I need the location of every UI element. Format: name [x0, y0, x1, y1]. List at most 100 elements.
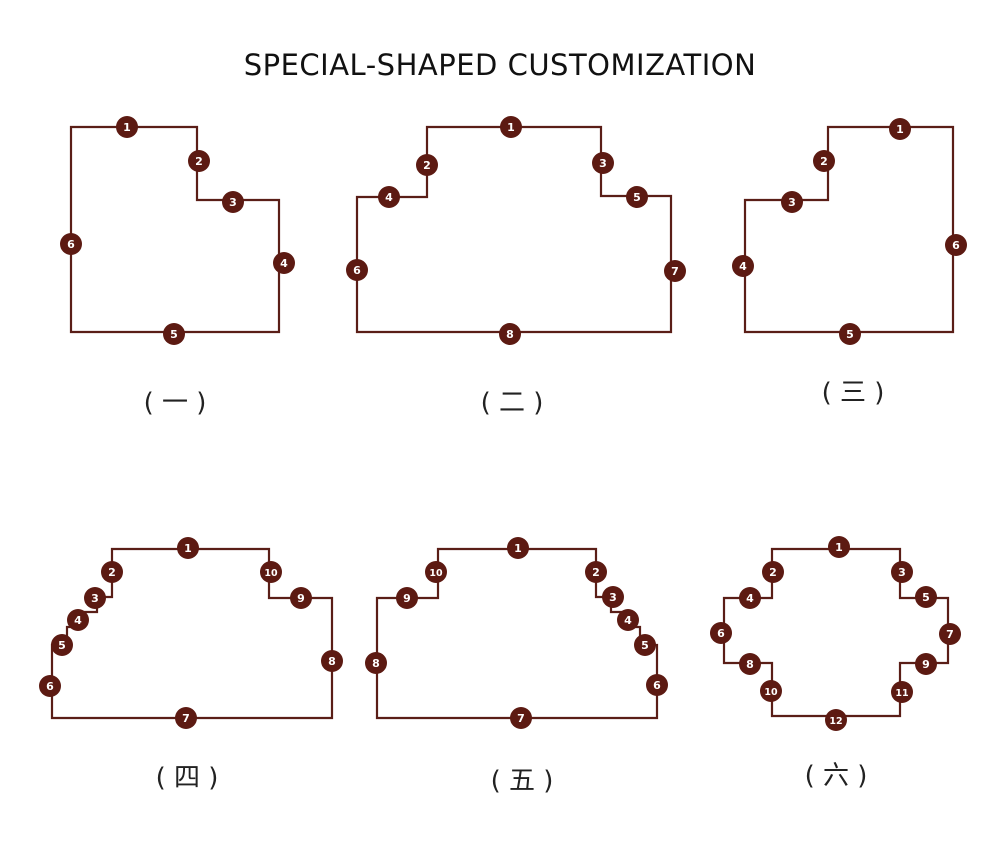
shape-2-marker-3: 3 [592, 152, 614, 174]
marker-badge [646, 674, 668, 696]
shape-6-marker-1: 1 [828, 536, 850, 558]
shape-2-marker-7: 7 [664, 260, 686, 282]
marker-number: 8 [746, 658, 754, 671]
marker-badge [739, 587, 761, 609]
shape-6-caption: ( 六 ) [805, 761, 868, 791]
marker-badge [825, 709, 847, 731]
shape-5-marker-1: 1 [507, 537, 529, 559]
marker-badge [188, 150, 210, 172]
marker-number: 10 [264, 568, 278, 579]
marker-badge [839, 323, 861, 345]
marker-badge [828, 536, 850, 558]
shape-5-outline [375, 547, 659, 720]
marker-number: 9 [297, 592, 305, 605]
marker-badge [260, 561, 282, 583]
marker-badge [510, 707, 532, 729]
shape-3-marker-2: 2 [813, 150, 835, 172]
marker-badge [891, 561, 913, 583]
shape-5-marker-8: 8 [365, 652, 387, 674]
page-title: SPECIAL-SHAPED CUSTOMIZATION [243, 48, 757, 82]
shape-5-marker-2: 2 [585, 561, 607, 583]
shape-2-marker-4: 4 [378, 186, 400, 208]
marker-badge [378, 186, 400, 208]
marker-number: 7 [671, 265, 679, 278]
marker-badge [710, 622, 732, 644]
marker-badge [290, 587, 312, 609]
marker-number: 3 [229, 196, 237, 209]
shape-1-marker-4: 4 [273, 252, 295, 274]
shape-3-outline [743, 125, 955, 334]
shape-2-marker-5: 5 [626, 186, 648, 208]
marker-badge [626, 186, 648, 208]
shape-2-marker-6: 6 [346, 259, 368, 281]
shape-1-marker-3: 3 [222, 191, 244, 213]
shape-1-marker-2: 2 [188, 150, 210, 172]
marker-number: 7 [182, 712, 190, 725]
shape-2-marker-8: 8 [499, 323, 521, 345]
marker-badge [222, 191, 244, 213]
marker-number: 10 [764, 687, 778, 698]
shape-4-marker-6: 6 [39, 675, 61, 697]
marker-badge [500, 116, 522, 138]
shape-5-marker-7: 7 [510, 707, 532, 729]
marker-badge [813, 150, 835, 172]
marker-number: 11 [895, 688, 908, 699]
shape-3-marker-5: 5 [839, 323, 861, 345]
marker-number: 2 [592, 566, 600, 579]
shape-3-marker-1: 1 [889, 118, 911, 140]
shape-4-marker-10: 10 [260, 561, 282, 583]
marker-number: 5 [170, 328, 178, 341]
shape-5-marker-10: 10 [425, 561, 447, 583]
marker-badge [602, 586, 624, 608]
marker-number: 1 [123, 121, 131, 134]
shape-1-caption: ( 一 ) [144, 388, 207, 418]
shape-5-marker-3: 3 [602, 586, 624, 608]
shape-2-caption: ( 二 ) [481, 388, 544, 418]
marker-badge [732, 255, 754, 277]
shape-4-marker-1: 1 [177, 537, 199, 559]
marker-number: 4 [739, 260, 747, 273]
shape-4-caption: ( 四 ) [156, 763, 219, 793]
shape-2-marker-2: 2 [416, 154, 438, 176]
marker-badge [507, 537, 529, 559]
shape-5-marker-6: 6 [646, 674, 668, 696]
marker-number: 5 [846, 328, 854, 341]
marker-number: 1 [835, 541, 843, 554]
marker-badge [116, 116, 138, 138]
marker-badge [365, 652, 387, 674]
marker-badge [67, 609, 89, 631]
marker-number: 2 [423, 159, 431, 172]
marker-number: 6 [353, 264, 361, 277]
shape-6-marker-10: 10 [760, 680, 782, 702]
marker-badge [416, 154, 438, 176]
marker-number: 3 [788, 196, 796, 209]
marker-number: 6 [653, 679, 661, 692]
marker-badge [617, 609, 639, 631]
marker-number: 2 [769, 566, 777, 579]
marker-badge [664, 260, 686, 282]
shape-4-marker-3: 3 [84, 587, 106, 609]
marker-number: 3 [599, 157, 607, 170]
marker-number: 3 [609, 591, 617, 604]
marker-badge [781, 191, 803, 213]
shape-6-marker-3: 3 [891, 561, 913, 583]
shape-6-marker-9: 9 [915, 653, 937, 675]
marker-badge [915, 586, 937, 608]
marker-number: 2 [820, 155, 828, 168]
marker-number: 6 [952, 239, 960, 252]
marker-number: 3 [898, 566, 906, 579]
shape-4-marker-5: 5 [51, 634, 73, 656]
marker-badge [425, 561, 447, 583]
marker-number: 1 [896, 123, 904, 136]
marker-number: 12 [829, 716, 842, 727]
marker-number: 5 [922, 591, 930, 604]
marker-number: 8 [506, 328, 514, 341]
shape-5-marker-4: 4 [617, 609, 639, 631]
marker-badge [739, 653, 761, 675]
